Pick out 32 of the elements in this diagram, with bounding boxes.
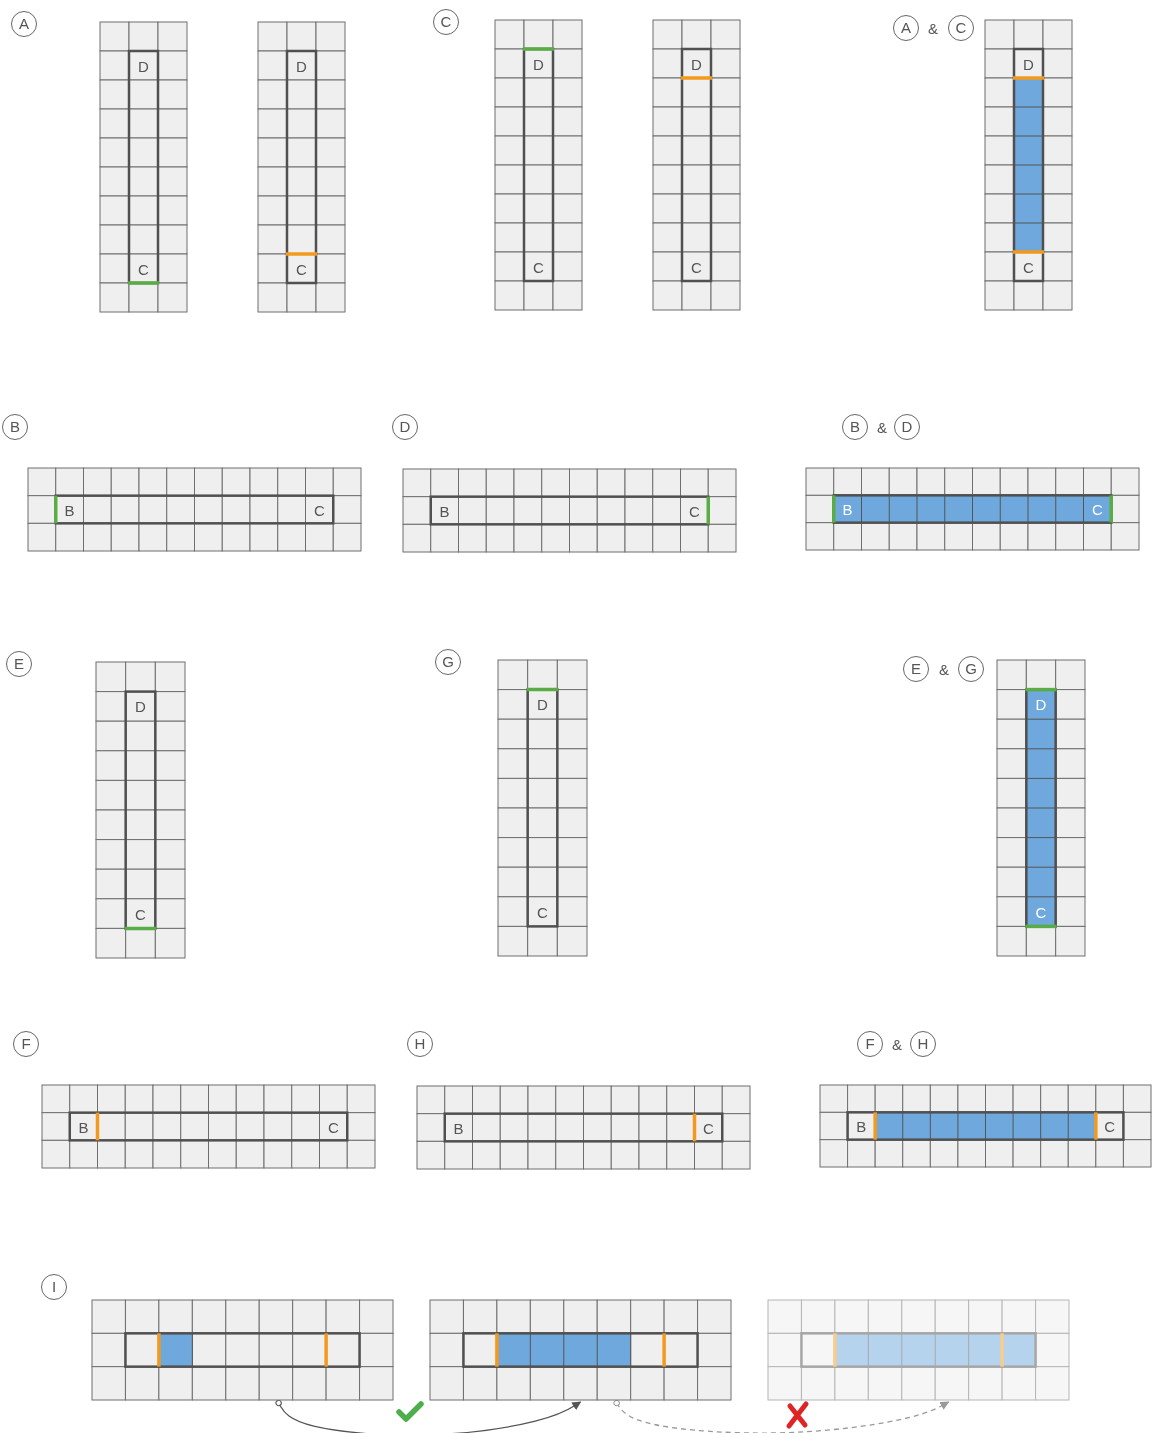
cell-label: C	[690, 258, 703, 277]
cell-label: C	[701, 1119, 715, 1138]
cell-label: D	[536, 696, 549, 715]
cell-label: C	[295, 260, 308, 279]
cell-label: C	[137, 260, 150, 279]
ampersand: &	[892, 1036, 902, 1054]
ampersand: &	[928, 20, 938, 38]
cell-label: B	[452, 1119, 465, 1138]
cell-label: B	[63, 501, 76, 520]
cell-label: B	[438, 502, 451, 521]
cell-label: D	[295, 57, 308, 76]
cell-label: B	[841, 501, 854, 519]
cell-label: B	[855, 1118, 868, 1136]
cell-label: C	[1034, 903, 1048, 922]
ampersand: &	[939, 661, 949, 679]
cell-label: D	[532, 55, 545, 74]
cell-label: D	[134, 698, 147, 717]
cell-label: C	[532, 258, 545, 277]
cell-label: C	[326, 1118, 340, 1137]
cell-label: D	[690, 55, 703, 74]
cell-label: B	[77, 1118, 90, 1137]
cell-label: C	[1022, 258, 1035, 277]
cell-label: C	[1090, 501, 1104, 519]
cell-label: C	[687, 502, 701, 521]
ampersand: &	[877, 419, 887, 437]
cell-label: D	[1022, 55, 1035, 74]
cell-label: C	[134, 905, 147, 924]
cell-label: C	[312, 501, 326, 520]
cell-label: D	[137, 57, 150, 76]
cell-label: C	[1103, 1118, 1117, 1136]
cell-label: C	[536, 903, 549, 922]
cell-label: D	[1034, 696, 1048, 715]
